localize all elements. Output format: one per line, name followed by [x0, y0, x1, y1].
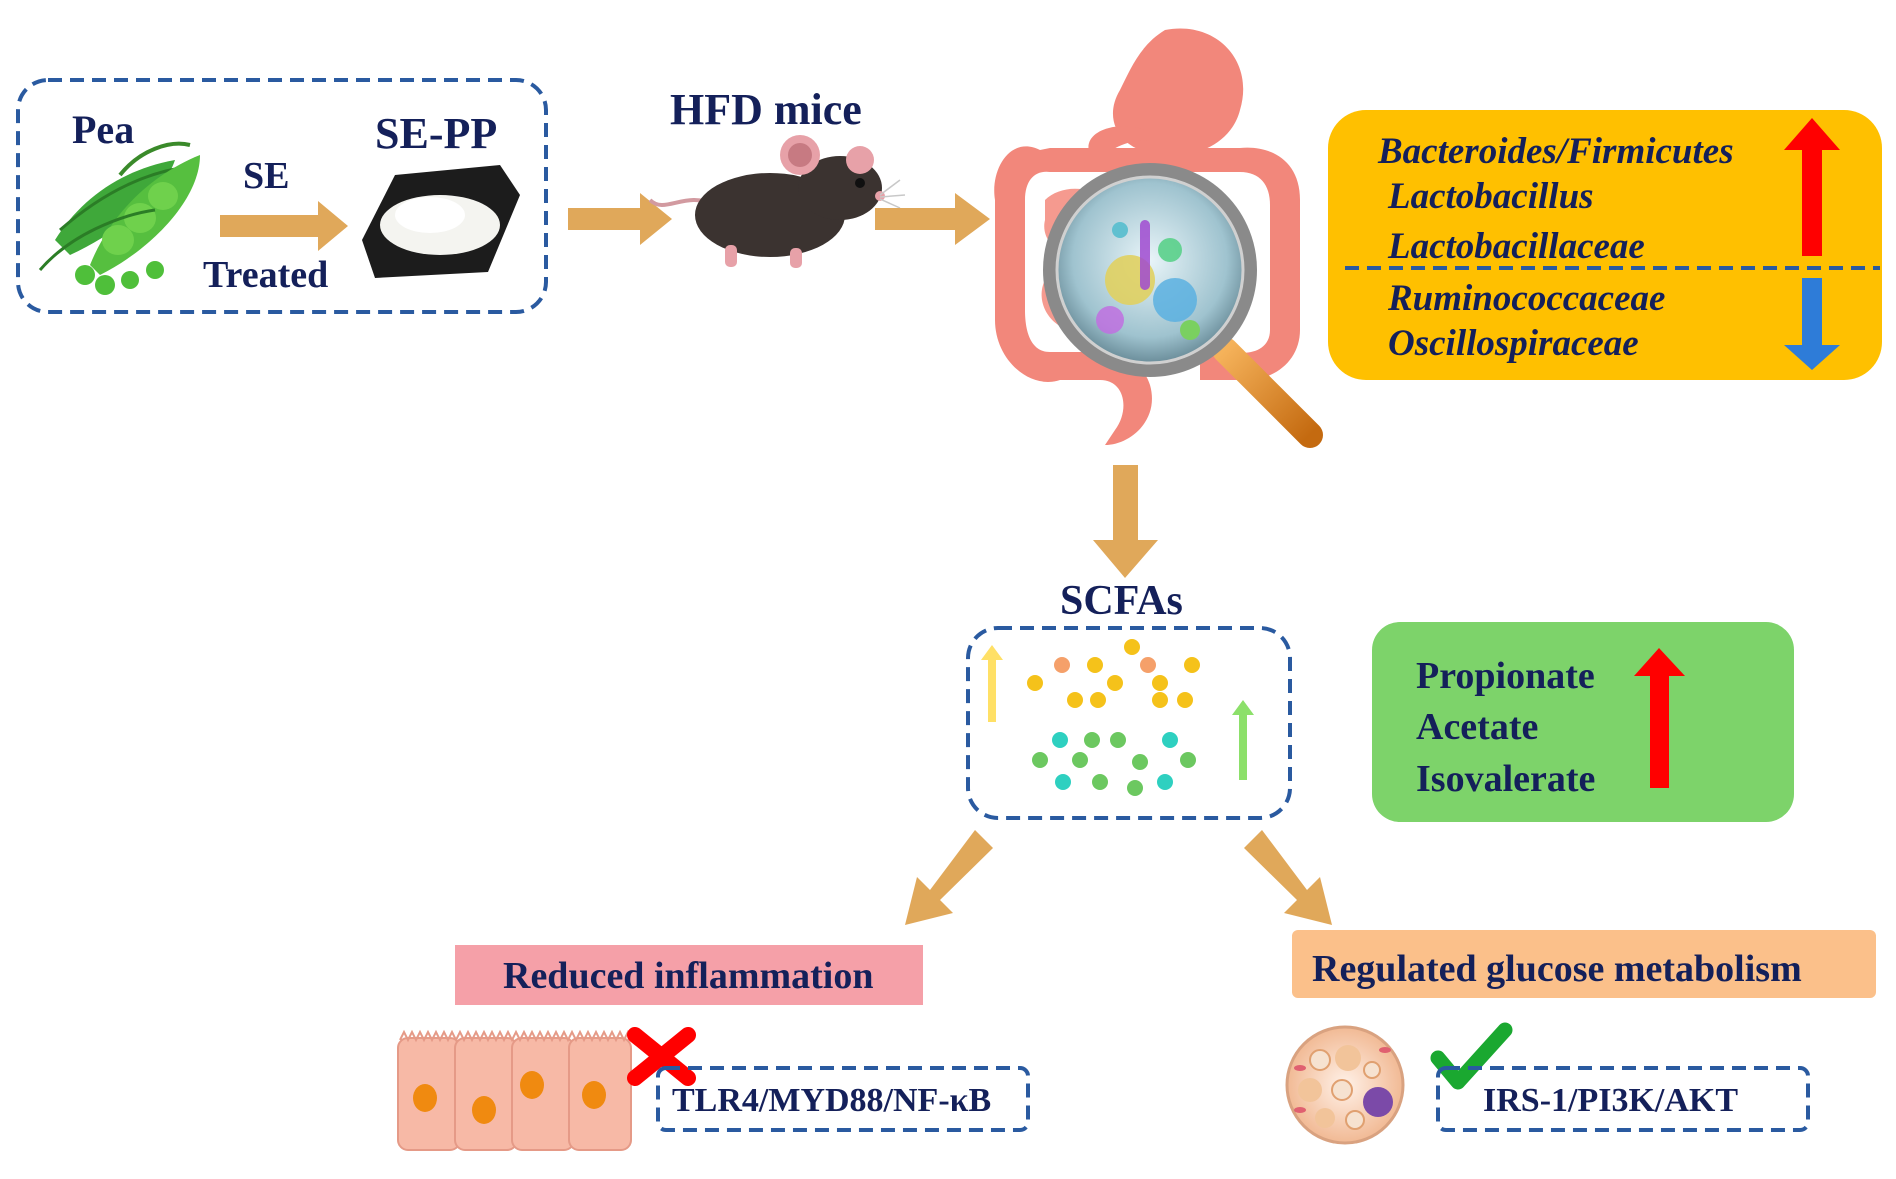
se-label: SE	[243, 155, 290, 197]
taxon-ruminococcaceae: Ruminococcaceae	[1388, 278, 1666, 319]
source-dashed-box	[16, 78, 548, 314]
inflammation-title-box	[455, 945, 923, 1005]
arrow-to-gut	[875, 193, 990, 245]
scfa-propionate: Propionate	[1416, 655, 1595, 697]
arrow-to-scfas	[1093, 465, 1158, 578]
arrow-to-glucose	[1244, 830, 1332, 925]
treated-label: Treated	[203, 254, 329, 296]
scfas-title: SCFAs	[1060, 578, 1183, 624]
up-arrow-scfa	[1634, 648, 1685, 788]
cross-icon	[627, 1027, 696, 1086]
scfa-green-up-arrow	[1232, 700, 1254, 780]
tlr4-pathway-label: TLR4/MYD88/NF-κB	[672, 1082, 992, 1119]
taxon-lactobacillus: Lactobacillus	[1388, 176, 1594, 217]
down-arrow-microbiota	[1784, 278, 1840, 370]
microbiota-panel	[1328, 110, 1882, 380]
arrow-to-mice	[568, 193, 672, 245]
irs1-pathway-label: IRS-1/PI3K/AKT	[1483, 1082, 1739, 1119]
irs1-pathway-box	[1436, 1066, 1810, 1132]
hfd-mouse-illustration	[648, 135, 906, 268]
scfa-panel	[1372, 622, 1794, 822]
magnifier-icon	[1043, 163, 1323, 448]
check-icon	[1430, 1022, 1513, 1090]
epithelial-cells-illustration	[397, 1029, 641, 1151]
scfa-isovalerate: Isovalerate	[1416, 758, 1596, 800]
pea-pods-illustration	[38, 141, 200, 295]
se-pp-label: SE-PP	[375, 109, 498, 158]
scfa-dashed-box	[966, 626, 1292, 820]
scfa-yellow-up-arrow	[981, 645, 1003, 722]
arrow-to-inflammation	[905, 830, 993, 925]
inflammation-title: Reduced inflammation	[503, 955, 874, 997]
up-arrow-microbiota	[1784, 118, 1840, 256]
taxon-oscillospiraceae: Oscillospiraceae	[1388, 323, 1639, 364]
powder-dish-illustration	[362, 165, 520, 278]
scfa-molecules	[1027, 639, 1200, 796]
glucose-title-box	[1292, 930, 1876, 998]
taxon-bacteroides-firmicutes: Bacteroides/Firmicutes	[1378, 131, 1734, 172]
hfd-mice-label: HFD mice	[670, 85, 862, 134]
pea-label: Pea	[72, 107, 135, 152]
taxon-lactobacillaceae: Lactobacillaceae	[1388, 226, 1645, 267]
se-process-arrow	[220, 201, 348, 251]
scfa-acetate: Acetate	[1416, 706, 1539, 748]
tlr4-pathway-box	[656, 1066, 1030, 1132]
glucose-title: Regulated glucose metabolism	[1312, 948, 1802, 990]
adipocyte-illustration	[1285, 1025, 1405, 1145]
